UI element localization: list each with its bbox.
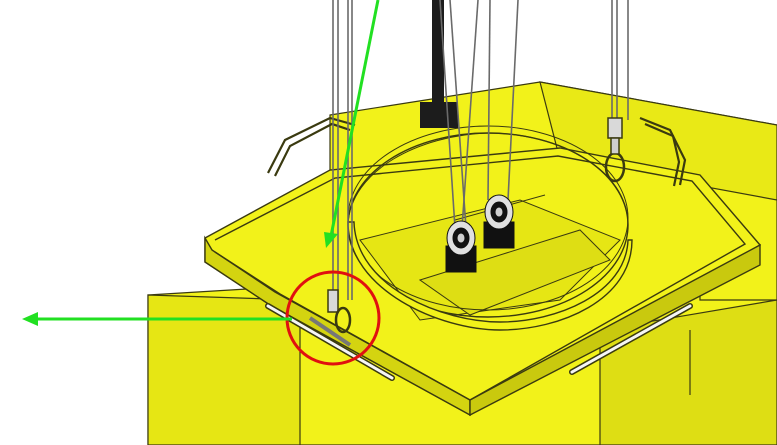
swivel-hook-left: [308, 289, 352, 347]
green-arrow-left: [22, 312, 292, 326]
pulley-right: [483, 194, 515, 249]
tray-floor: [359, 194, 621, 321]
carry-handle-left: [267, 116, 356, 177]
side-rod-right: [569, 303, 693, 375]
pulley-left: [445, 220, 477, 273]
swivel-hook-right: [604, 117, 626, 183]
green-arrow-down: [324, 0, 380, 248]
carry-handle-right: [639, 116, 687, 187]
top-bracket: [420, 0, 458, 128]
